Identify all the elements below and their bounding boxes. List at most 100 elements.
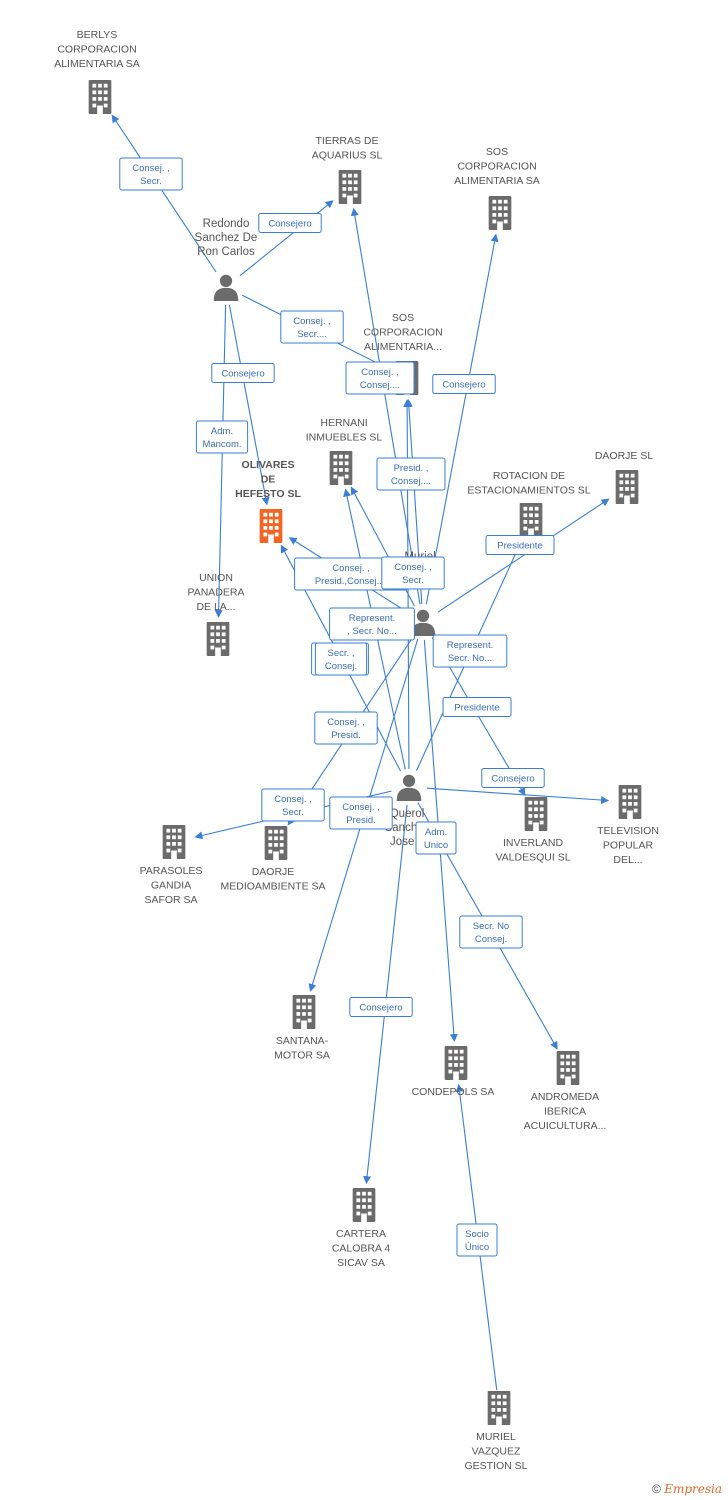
edge-label-box xyxy=(261,788,325,822)
node-label-line: ALIMENTARIA SA xyxy=(54,58,140,70)
edge-label-redondo-sos2[interactable]: Consej. , Secr.... xyxy=(280,310,344,344)
edge-label-querol-hernani[interactable]: Represent. , Secr. No... xyxy=(329,607,415,641)
edge-label-querol-television[interactable]: Consejero xyxy=(481,768,545,788)
edge-label-text: Consejero xyxy=(491,774,534,785)
edge-label-text: Secr. No... xyxy=(448,653,492,664)
building-icon xyxy=(519,503,543,537)
building-icon xyxy=(556,1051,580,1085)
edge-label-muriel-olivares[interactable]: Consej. ,Presid.,Consej.... xyxy=(294,557,408,591)
edge-label-text: Secr. xyxy=(402,575,424,586)
edge-muriel-daorjesl xyxy=(437,498,610,613)
edge-label-text: Secr.... xyxy=(297,329,327,340)
edge-label-muriel-condepols[interactable]: Adm.Unico xyxy=(415,821,457,855)
edge-label-muriel-daorjemed[interactable]: Consej. , Presid. xyxy=(314,711,378,745)
edge-label-box xyxy=(381,556,445,590)
node-label-line: Querol xyxy=(390,808,425,820)
node-label-line: Ron Carlos xyxy=(197,246,255,258)
edge-label-querol-parasoles[interactable]: Consej. ,Secr. xyxy=(261,788,325,822)
edge-label-text: Presid.,Consej.... xyxy=(315,576,387,587)
edge-label-muriel-inverland[interactable]: Represent.Secr. No... xyxy=(432,634,508,668)
node-label-line: PANADERA xyxy=(188,587,245,599)
node-inverland[interactable]: INVERLAND VALDESQUI SL xyxy=(495,797,571,864)
edge-label-text: Consej. , xyxy=(293,316,331,327)
node-label-line: IBERICA xyxy=(544,1106,586,1118)
node-label-line: SOS xyxy=(392,312,414,324)
edge-label-muriel-sos2[interactable]: Presid. ,Consej.... xyxy=(376,457,446,491)
edge-label-box xyxy=(376,457,446,491)
building-icon xyxy=(487,1391,511,1425)
node-label-line: VALDESQUI SL xyxy=(495,852,570,864)
node-label-line: CORPORACION xyxy=(57,44,136,56)
edge-label-muriel-sos1[interactable]: Consejero xyxy=(432,374,496,394)
edge-label-text: Unico xyxy=(424,840,448,851)
edge-label-text: Presid. xyxy=(331,730,361,741)
edge-label-querol-rotacion[interactable]: Presidente xyxy=(442,697,512,717)
node-television[interactable]: TELEVISIONPOPULARDEL... xyxy=(597,785,659,866)
edge-redondo-berlys xyxy=(111,114,217,273)
node-label-line: BERLYS xyxy=(77,29,118,41)
node-label-line: GESTION SL xyxy=(464,1460,527,1472)
edge-label-box xyxy=(314,642,368,676)
edge-label-querol-cartera[interactable]: Consejero xyxy=(349,997,413,1017)
footer-brand[interactable]: © Empresia xyxy=(652,1482,722,1496)
node-label-line: INVERLAND xyxy=(503,837,564,849)
node-label-line: ROTACION DE xyxy=(493,470,565,482)
edge-label-text: Secr. xyxy=(140,176,162,187)
edge-label-text: Consejero xyxy=(359,1003,402,1014)
building-icon xyxy=(292,995,316,1029)
node-label-line: SICAV SA xyxy=(337,1257,385,1269)
node-sos2[interactable]: SOSCORPORACIONALIMENTARIA... xyxy=(363,312,443,395)
edge-label-querol-sos2[interactable]: Consej. ,Secr. xyxy=(381,556,445,590)
edge-label-text: Represent. xyxy=(349,613,395,624)
edge-muriel-tierras xyxy=(350,207,421,605)
edge-label-text: Adm. xyxy=(211,426,233,437)
edge-label-text: , Secr. No... xyxy=(347,626,397,637)
building-icon xyxy=(488,196,512,230)
node-label-line: CARTERA xyxy=(336,1228,386,1240)
node-label-line: CALOBRA 4 xyxy=(332,1243,391,1255)
node-berlys[interactable]: BERLYS CORPORACION ALIMENTARIA SA xyxy=(54,29,140,114)
node-label-line: SANTANA- xyxy=(276,1035,329,1047)
node-condepols[interactable]: CONDEPOLS SA xyxy=(412,1046,495,1098)
edge-label-text: Consejero xyxy=(221,369,264,380)
person-icon xyxy=(396,774,422,801)
edge-label-text: Consej. , xyxy=(327,717,365,728)
node-label-line: ESTACIONAMIENTOS SL xyxy=(467,485,590,497)
node-label-line: CONDEPOLS SA xyxy=(412,1086,495,1098)
edge-label-muriel-santana[interactable]: Consej. ,Presid. xyxy=(329,796,393,830)
node-andromeda[interactable]: ANDROMEDAIBERICAACUICULTURA... xyxy=(524,1051,607,1132)
node-cartera[interactable]: CARTERA CALOBRA 4 SICAV SA xyxy=(332,1188,391,1269)
edge-label-redondo-berlys[interactable]: Consej. ,Secr. xyxy=(119,157,183,191)
node-label-line: DEL... xyxy=(613,854,642,866)
edge-label-redondo-tierras[interactable]: Consejero xyxy=(258,213,322,233)
edge-label-muriel-daorjesl[interactable]: Presidente xyxy=(485,535,555,555)
edge-label-text: Consej. xyxy=(325,661,357,672)
person-icon xyxy=(213,274,239,301)
edge-label-muriel-tierras[interactable]: Consej. ,Consej.... xyxy=(345,361,415,395)
edge-label-text: Consej. , xyxy=(274,794,312,805)
node-label-line: VAZQUEZ xyxy=(472,1446,521,1458)
node-label-line: GANDIA xyxy=(151,880,191,892)
node-daorjesl[interactable]: DAORJE SL xyxy=(595,450,654,504)
node-rotacion[interactable]: ROTACION DE ESTACIONAMIENTOS SL xyxy=(467,470,591,537)
node-label-line: ALIMENTARIA SA xyxy=(454,175,540,187)
edge-label-box xyxy=(329,796,393,830)
edge-label-redondo-olivares[interactable]: Consejero xyxy=(211,363,275,383)
edge-label-box xyxy=(195,420,249,454)
edge-label-querol-olivares[interactable]: Secr. ,Consej. xyxy=(314,642,368,676)
edge-label-redondo-union[interactable]: Adm.Mancom. xyxy=(195,420,249,454)
node-label-line: Redondo xyxy=(203,218,250,230)
node-santana[interactable]: SANTANA-MOTOR SA xyxy=(274,995,330,1062)
